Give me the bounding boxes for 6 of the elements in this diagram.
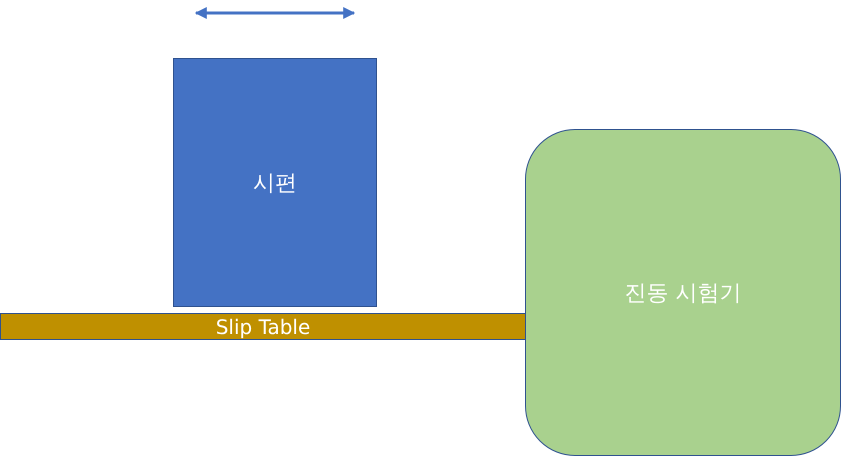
specimen-block bbox=[173, 58, 377, 307]
node-label: 진동 시험기 bbox=[624, 280, 742, 308]
slip-table-bar bbox=[0, 313, 526, 340]
node-label: 시편 bbox=[253, 170, 297, 198]
vibration-tester-box bbox=[525, 129, 841, 456]
node-label: Slip Table bbox=[216, 314, 310, 338]
